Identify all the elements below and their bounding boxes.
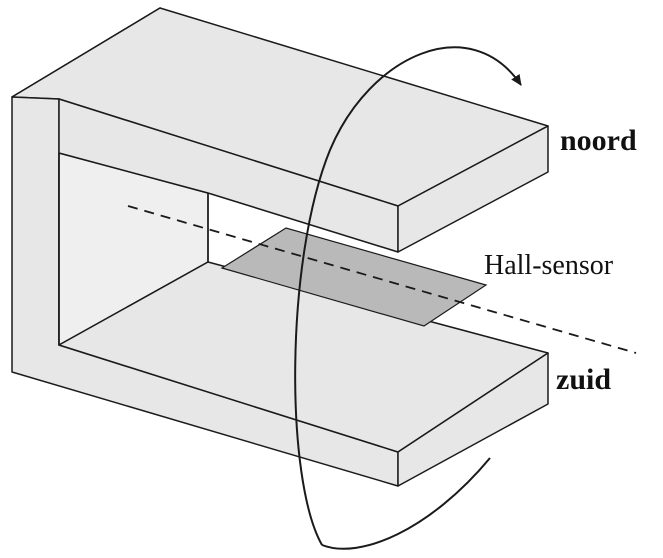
south-arm-front-face — [397, 352, 549, 487]
north-arm-front-face — [397, 125, 549, 253]
rotation-arrow-lower — [321, 457, 491, 550]
hall-sensor-plate — [220, 227, 488, 327]
north-pole-label: noord — [560, 124, 637, 157]
rotation-axis — [127, 205, 637, 354]
south-pole-label: zuid — [556, 363, 612, 396]
rotation-arrow-upper — [294, 46, 522, 546]
hall-sensor-label: Hall-sensor — [484, 250, 614, 281]
magnet-body — [11, 7, 549, 487]
